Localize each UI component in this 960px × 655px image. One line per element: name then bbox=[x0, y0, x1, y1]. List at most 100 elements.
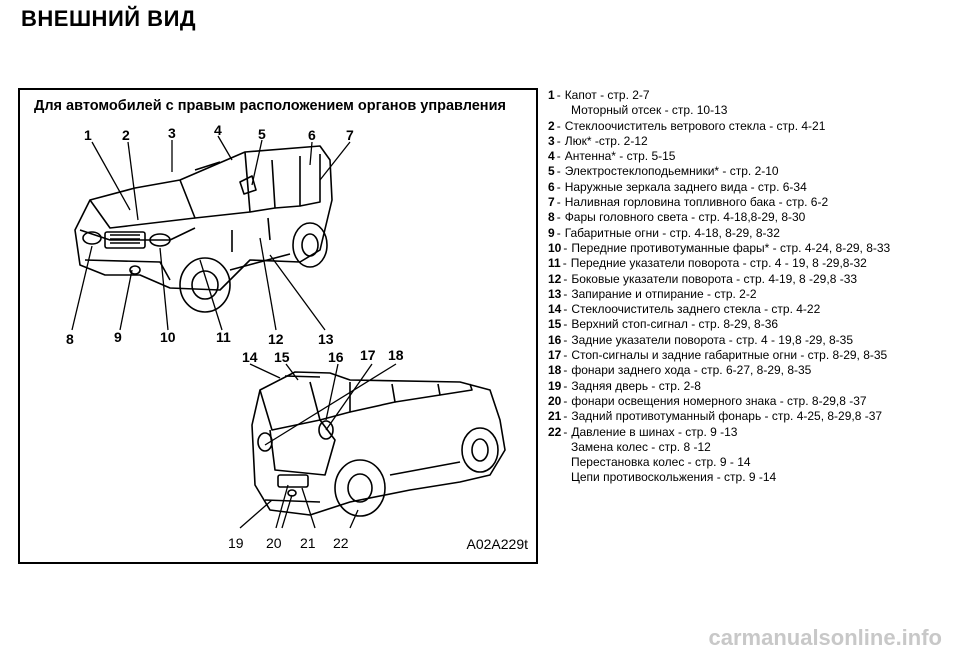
index-item-text: Верхний стоп-сигнал - стр. 8-29, 8-36 bbox=[571, 317, 779, 332]
index-item-separator: - bbox=[556, 88, 561, 102]
index-item-separator: - bbox=[563, 240, 568, 255]
index-item-separator: - bbox=[556, 118, 561, 133]
index-item-text: Передние противотуманные фары* - стр. 4-… bbox=[571, 240, 891, 255]
figure-code: A02A229t bbox=[466, 536, 529, 552]
index-item-separator: - bbox=[563, 378, 568, 393]
index-item-separator: - bbox=[563, 271, 568, 286]
index-item-separator: - bbox=[563, 348, 568, 363]
index-item-text: Моторный отсек - стр. 10-13 bbox=[571, 103, 728, 118]
index-item: 1-Капот - стр. 2-7 bbox=[548, 88, 940, 103]
index-item: 12-Боковые указатели поворота - стр. 4-1… bbox=[548, 272, 940, 287]
index-item-text: Боковые указатели поворота - стр. 4-19, … bbox=[571, 271, 858, 286]
callout-4: 4 bbox=[214, 122, 222, 138]
index-item-separator: - bbox=[563, 393, 568, 408]
index-item-separator: - bbox=[556, 164, 561, 179]
callout-19: 19 bbox=[228, 535, 244, 551]
index-item-number: 15 bbox=[548, 317, 562, 332]
index-item-text: Стоп-сигналы и задние габаритные огни - … bbox=[571, 348, 888, 363]
index-item: 3-Люк* -стр. 2-12 bbox=[548, 134, 940, 149]
index-item-number: 19 bbox=[548, 378, 562, 393]
index-item-separator: - bbox=[556, 210, 561, 225]
index-item: 16-Задние указатели поворота - стр. 4 - … bbox=[548, 333, 940, 348]
index-item-text: Задние указатели поворота - стр. 4 - 19,… bbox=[571, 332, 854, 347]
index-item-text: Давление в шинах - стр. 9 -13 bbox=[571, 424, 738, 439]
index-item-number: 6 bbox=[548, 179, 555, 194]
index-item-number: 11 bbox=[548, 256, 561, 271]
index-item: 22-Давление в шинах - стр. 9 -13 bbox=[548, 425, 940, 440]
callout-16: 16 bbox=[328, 349, 344, 365]
callout-22: 22 bbox=[333, 535, 349, 551]
callout-7: 7 bbox=[346, 127, 354, 143]
callout-11: 11 bbox=[216, 329, 231, 345]
index-item-number: 20 bbox=[548, 393, 562, 408]
leader-lines bbox=[71, 135, 397, 529]
index-item-text: фонари заднего хода - стр. 6-27, 8-29, 8… bbox=[571, 363, 812, 378]
callout-21: 21 bbox=[300, 535, 316, 551]
callout-20: 20 bbox=[266, 535, 282, 551]
index-item: 20-фонари освещения номерного знака - ст… bbox=[548, 394, 940, 409]
index-item: 11-Передние указатели поворота - стр. 4 … bbox=[548, 256, 940, 271]
callout-18: 18 bbox=[388, 347, 404, 363]
callout-2: 2 bbox=[122, 127, 130, 143]
index-item-separator: - bbox=[563, 317, 568, 332]
index-item-text: Стеклоочиститель заднего стекла - стр. 4… bbox=[571, 302, 821, 317]
callout-9: 9 bbox=[114, 329, 122, 345]
index-item-number: 9 bbox=[548, 225, 555, 240]
index-item: 19-Задняя дверь - стр. 2-8 bbox=[548, 379, 940, 394]
index-item-number: 16 bbox=[548, 332, 562, 347]
watermark: carmanualsonline.info bbox=[708, 625, 943, 650]
index-item-separator: - bbox=[556, 133, 561, 148]
index-item: 2-Стеклоочиститель ветрового стекла - ст… bbox=[548, 119, 940, 134]
index-item-number: 22 bbox=[548, 424, 562, 439]
index-item-number: 18 bbox=[548, 363, 562, 378]
index-item-number: 12 bbox=[548, 271, 562, 286]
index-item: 14-Стеклоочиститель заднего стекла - стр… bbox=[548, 302, 940, 317]
vehicle-illustration bbox=[71, 135, 506, 529]
index-item-number: 4 bbox=[548, 149, 555, 164]
index-item-text: Перестановка колес - стр. 9 - 14 bbox=[571, 455, 751, 470]
front-view-car bbox=[74, 145, 333, 313]
index-item: 7-Наливная горловина топливного бака - с… bbox=[548, 195, 940, 210]
index-item-separator: - bbox=[563, 332, 568, 347]
index-item-text: Передние указатели поворота - стр. 4 - 1… bbox=[570, 256, 867, 271]
index-item-number: 13 bbox=[548, 286, 562, 301]
index-item-text: Задний противотуманный фонарь - стр. 4-2… bbox=[571, 409, 883, 424]
index-item: 17-Стоп-сигналы и задние габаритные огни… bbox=[548, 348, 940, 363]
index-item-separator: - bbox=[556, 179, 561, 194]
index-item: 9-Габаритные огни - стр. 4-18, 8-29, 8-3… bbox=[548, 226, 940, 241]
index-item-number: 21 bbox=[548, 409, 562, 424]
index-item-number: 3 bbox=[548, 133, 555, 148]
index-item: 15-Верхний стоп-сигнал - стр. 8-29, 8-36 bbox=[548, 317, 940, 332]
index-item-text: Электростеклоподьемники* - стр. 2-10 bbox=[564, 164, 779, 179]
index-item: 4-Антенна* - стр. 5-15 bbox=[548, 149, 940, 164]
index-item: 5-Электростеклоподьемники* - стр. 2-10 bbox=[548, 164, 940, 179]
index-item-number: 1 bbox=[548, 88, 555, 102]
index-item: 21-Задний противотуманный фонарь - стр. … bbox=[548, 409, 940, 424]
rear-view-car bbox=[251, 371, 506, 517]
index-item-number: 10 bbox=[548, 240, 562, 255]
index-item-text: Стеклоочиститель ветрового стекла - стр.… bbox=[564, 118, 826, 133]
index-item-separator: - bbox=[563, 409, 568, 424]
index-item-separator: - bbox=[556, 149, 561, 164]
index-item-number: 7 bbox=[548, 195, 555, 210]
index-item: 13-Запирание и отпирание - стр. 2-2 bbox=[548, 287, 940, 302]
index-item: Цепи противоскольжения - стр. 9 -14 bbox=[548, 470, 940, 485]
callout-17: 17 bbox=[360, 347, 376, 363]
callout-6: 6 bbox=[308, 127, 316, 143]
index-item-number: 2 bbox=[548, 118, 555, 133]
index-item: 18-фонари заднего хода - стр. 6-27, 8-29… bbox=[548, 363, 940, 378]
figure-heading: Для автомобилей с правым расположением о… bbox=[34, 98, 506, 114]
callout-3: 3 bbox=[168, 125, 176, 141]
callout-15: 15 bbox=[274, 349, 290, 365]
index-item-number: 8 bbox=[548, 210, 555, 225]
index-item-text: фонари освещения номерного знака - стр. … bbox=[571, 393, 867, 408]
index-item-text: Задняя дверь - стр. 2-8 bbox=[571, 378, 701, 393]
callout-5: 5 bbox=[258, 126, 266, 142]
index-item-separator: - bbox=[563, 424, 568, 439]
callout-1: 1 bbox=[84, 127, 92, 143]
index-item-number: 5 bbox=[548, 164, 555, 179]
index-item-number: 14 bbox=[548, 302, 562, 317]
index-item-text: Габаритные огни - стр. 4-18, 8-29, 8-32 bbox=[564, 225, 780, 240]
index-item: 10-Передние противотуманные фары* - стр.… bbox=[548, 241, 940, 256]
